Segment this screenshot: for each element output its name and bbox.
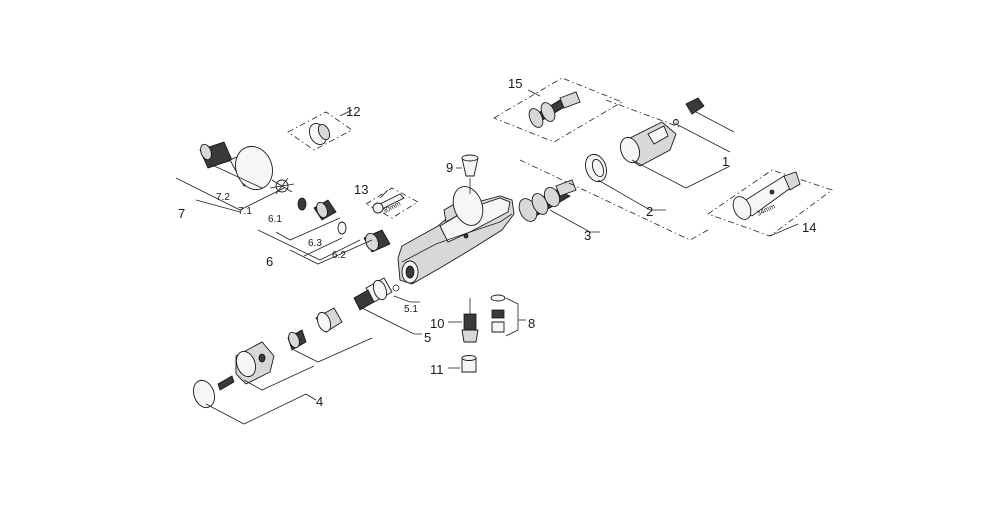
label-10: 10: [430, 316, 444, 331]
label-7-2: 7.2: [216, 192, 230, 203]
part-12-check-valve: [287, 111, 353, 151]
part-8-aerator-set: [490, 294, 506, 333]
part-13-wrench: 30mm: [365, 187, 419, 219]
part-15-cartridge-set: [493, 77, 623, 143]
part-1-handle: [619, 97, 705, 167]
part-4-diverter-set: [193, 307, 343, 409]
part-labels: 1 2 3 4 5 5.1 6 6.1 6.2 6.3 7 7.1 7.2 8 …: [178, 76, 816, 409]
part-11-nut: [461, 355, 477, 373]
part-9-cap: [461, 154, 479, 194]
label-15: 15: [508, 76, 522, 91]
label-8: 8: [528, 316, 535, 331]
part-5-outlet-set: [353, 277, 400, 311]
leader-lines: [175, 89, 799, 425]
part-7-connector: [199, 141, 273, 191]
part-7-1-washer: [269, 177, 295, 195]
label-6: 6: [266, 254, 273, 269]
label-5: 5: [424, 330, 431, 345]
label-11: 11: [430, 362, 444, 377]
part-14-handle-insert: [707, 169, 833, 237]
label-5-1: 5.1: [404, 304, 418, 315]
rosette-upper: [452, 186, 484, 226]
label-6-1: 6.1: [268, 214, 282, 225]
part-10-spindle: [461, 298, 479, 343]
label-9: 9: [446, 160, 453, 175]
label-6-3: 6.3: [308, 238, 322, 249]
label-4: 4: [316, 394, 323, 409]
part-2-ring: [585, 153, 607, 183]
label-12: 12: [346, 104, 360, 119]
label-7-1: 7.1: [238, 206, 252, 217]
label-14: 14: [802, 220, 816, 235]
label-13: 13: [354, 182, 368, 197]
label-7: 7: [178, 206, 185, 221]
label-2: 2: [646, 204, 653, 219]
label-3: 3: [584, 228, 591, 243]
part-3-cartridge: [518, 179, 577, 222]
label-1: 1: [722, 154, 729, 169]
label-6-2: 6.2: [332, 250, 346, 261]
part-6-inlet-set: [297, 197, 391, 253]
